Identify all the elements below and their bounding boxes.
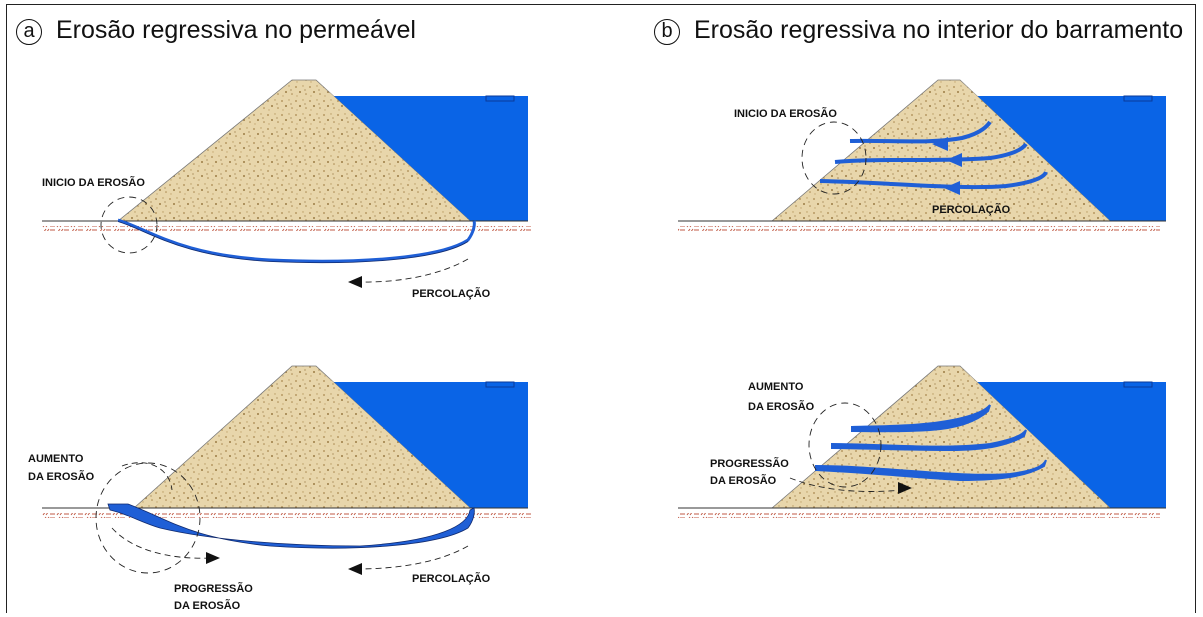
panel-b-letter: b <box>654 19 680 45</box>
water-level-marker <box>1123 381 1153 388</box>
erosion-increase-label-2: DA EROSÃO <box>748 400 815 413</box>
erosion-increase-label-1: AUMENTO <box>28 453 84 465</box>
seepage-path-1 <box>849 120 992 144</box>
seepage-label: PERCOLAÇÃO <box>412 572 491 585</box>
erosion-start-circle <box>100 196 158 254</box>
erosion-increase-label-1: AUMENTO <box>748 381 804 393</box>
progress-arrow-curve <box>111 527 213 559</box>
figure-frame <box>6 4 1196 613</box>
seepage-label: PERCOLAÇÃO <box>932 203 1011 216</box>
panel-a-top: INICIO DA EROSÃO PERCOLAÇÃO <box>42 79 532 300</box>
water-level-marker <box>485 381 515 388</box>
seepage-arrow-head <box>348 276 362 288</box>
panel-a-bottom: AUMENTO DA EROSÃO PROGRESSÃO DA EROSÃO P… <box>28 365 532 612</box>
seepage-label: PERCOLAÇÃO <box>412 287 491 300</box>
erosion-path-1 <box>851 404 991 433</box>
progress-label-2: DA EROSÃO <box>174 599 241 612</box>
panel-a-title: a Erosão regressiva no permeável <box>16 16 416 45</box>
soil-hatch <box>678 226 1160 231</box>
erosion-increase-arc <box>121 462 173 491</box>
erosion-start-label: INICIO DA EROSÃO <box>734 107 837 120</box>
panel-b-title-text: Erosão regressiva no interior do barrame… <box>694 16 1184 44</box>
erosion-start-label: INICIO DA EROSÃO <box>42 176 145 189</box>
erosion-increase-circle <box>808 402 882 488</box>
progress-arrow-curve <box>789 477 903 492</box>
seepage-path-2 <box>834 142 1028 164</box>
seepage-path-3 <box>819 170 1048 190</box>
dam-upstream-face <box>316 366 470 508</box>
erosion-path-2 <box>831 429 1027 452</box>
soil-hatch <box>42 226 532 231</box>
flow-arrow-1 <box>932 137 948 151</box>
dam-upstream-face <box>960 366 1110 508</box>
erosion-path-3 <box>815 459 1047 482</box>
water-level-marker <box>1123 95 1153 102</box>
soil-hatch <box>678 513 1160 518</box>
dam-upstream-face <box>316 80 470 221</box>
progress-label-1: PROGRESSÃO <box>710 457 789 470</box>
panel-b-title: b Erosão regressiva no interior do barram… <box>654 16 1183 45</box>
panel-a-letter: a <box>16 19 42 45</box>
seepage-arrow-curve <box>355 545 469 570</box>
flow-arrow-3 <box>944 181 960 195</box>
erosion-channel <box>107 503 475 549</box>
soil-hatch <box>42 513 532 518</box>
water-level-marker <box>485 95 515 102</box>
erosion-increase-circle <box>95 462 201 574</box>
progress-arrow-head <box>206 552 220 564</box>
erosion-start-circle <box>801 121 867 195</box>
progress-label-1: PROGRESSÃO <box>174 582 253 595</box>
seepage-pipe <box>117 218 476 263</box>
seepage-arrow-curve <box>355 258 469 283</box>
seepage-arrow-head <box>348 563 362 575</box>
seepage-pipe-edge <box>117 221 469 264</box>
progress-label-2: DA EROSÃO <box>710 474 777 487</box>
panel-a-title-text: Erosão regressiva no permeável <box>56 16 416 44</box>
panel-b-bottom: AUMENTO DA EROSÃO PROGRESSÃO DA EROSÃO <box>678 365 1166 518</box>
erosion-increase-label-2: DA EROSÃO <box>28 470 95 483</box>
flow-arrow-2 <box>946 153 962 167</box>
panel-b-top: INICIO DA EROSÃO PERCOLAÇÃO <box>678 79 1166 231</box>
progress-arrow-head <box>898 482 912 494</box>
